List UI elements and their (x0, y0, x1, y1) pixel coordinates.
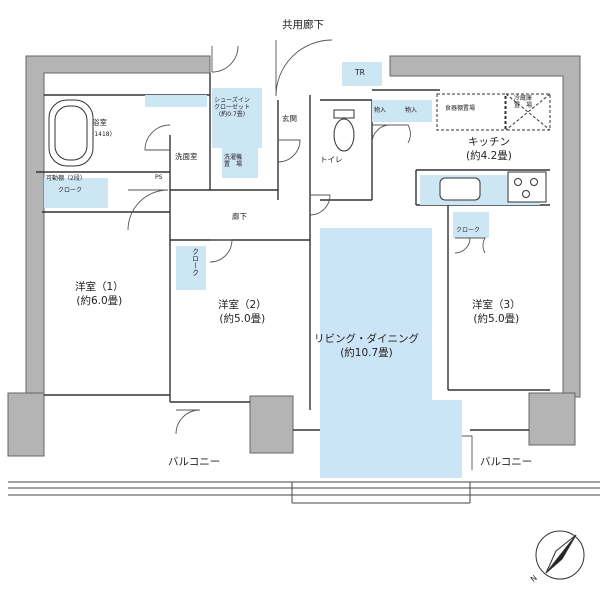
closet-2-label: クローク (191, 248, 200, 276)
living-fill (320, 228, 462, 478)
bathtub (48, 99, 94, 167)
room2-label: 洋室（2） (約5.0畳) (218, 299, 267, 326)
washroom-label: 洗面室 (175, 152, 198, 161)
closet-1-label: クローク (58, 187, 83, 194)
tr-label: TR (355, 68, 365, 77)
hallway-label: 廊下 (232, 212, 247, 221)
shoes-closet-label: シューズイン クローゼット (約0.7畳) (214, 97, 251, 118)
bath-label: 浴室 (92, 118, 107, 127)
dish-space-label: 食器棚置場 (445, 105, 476, 112)
north-compass (535, 530, 585, 580)
ps-label: PS (155, 174, 163, 181)
storage-2-label: 物入 (405, 107, 418, 114)
washer-space-label: 洗濯機 置 場 (224, 154, 243, 168)
door-swings (127, 39, 486, 470)
toilet-label: トイレ (320, 155, 343, 164)
room1-label: 洋室（1） (約6.0畳) (75, 281, 124, 308)
room3-label: 洋室（3） (約5.0畳) (472, 299, 521, 326)
bath-size-label: (1418) (92, 131, 112, 138)
kitchen-sink (439, 177, 481, 201)
balcony-left-label: バルコニー (168, 456, 221, 468)
fridge-space-label: 冷蔵庫 置 場 (514, 95, 533, 109)
common-corridor-label: 共用廊下 (282, 19, 324, 31)
fridge-space (505, 93, 551, 131)
interior-walls (36, 73, 550, 431)
living-dining-label: リビング・ダイニング (約10.7畳) (314, 333, 419, 360)
exterior-walls (7, 55, 581, 457)
balcony-right-label: バルコニー (480, 456, 533, 468)
balcony-rail (8, 481, 600, 504)
storage-1-label: 物入 (374, 107, 387, 114)
storage-fills (44, 62, 540, 290)
kitchen-label: キッチン (約4.2畳) (466, 136, 512, 163)
closet-3-label: クローク (456, 227, 481, 234)
toilet-fixture (333, 118, 355, 152)
entrance-label: 玄関 (282, 114, 297, 123)
dish-storage (436, 93, 506, 131)
shelf-label: 可動棚（2段） (46, 175, 86, 182)
